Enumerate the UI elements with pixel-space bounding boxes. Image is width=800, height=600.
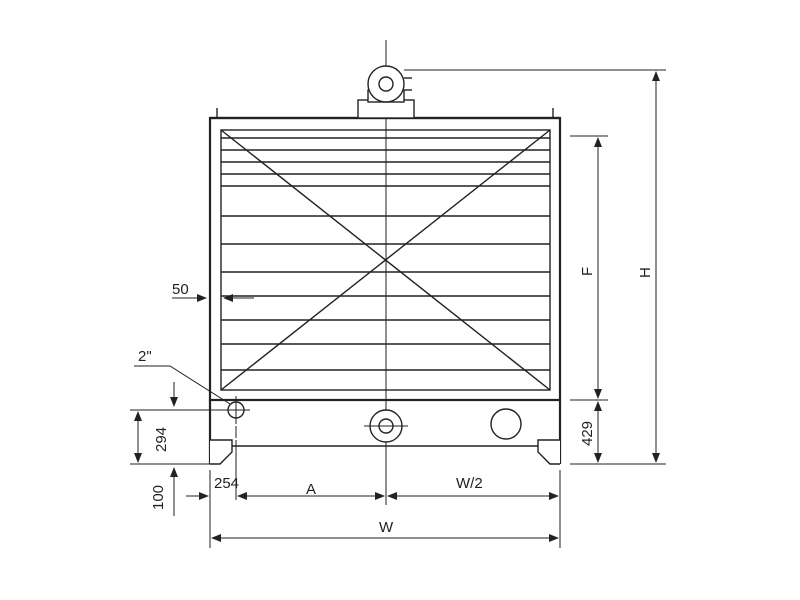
pipe-size-leader: 2" bbox=[134, 348, 231, 405]
dim-294: 294 bbox=[130, 409, 228, 465]
dim-w-label: W bbox=[379, 519, 394, 536]
pipe-connection bbox=[222, 396, 250, 438]
dim-429-label: 429 bbox=[579, 421, 596, 446]
dim-f: F bbox=[570, 135, 608, 401]
center-outlet bbox=[364, 409, 408, 443]
base-section bbox=[208, 400, 562, 465]
dim-50-label: 50 bbox=[172, 281, 189, 298]
dim-h: H bbox=[404, 69, 666, 463]
dim-100: 100 bbox=[150, 382, 178, 516]
dim-f-label: F bbox=[579, 267, 596, 276]
dim-a-label: A bbox=[306, 481, 316, 498]
dim-294-label: 294 bbox=[153, 427, 170, 452]
pipe-size-label: 2" bbox=[138, 348, 152, 365]
dim-bottom-row: 254 A W/2 bbox=[186, 440, 561, 548]
dim-w: W bbox=[211, 519, 559, 542]
dim-254-label: 254 bbox=[214, 475, 239, 492]
dim-100-label: 100 bbox=[150, 485, 167, 510]
fan-motor bbox=[357, 65, 415, 119]
right-port bbox=[490, 408, 522, 440]
dim-h-label: H bbox=[637, 267, 654, 278]
dim-50: 50 bbox=[172, 281, 254, 302]
dim-429: 429 bbox=[570, 401, 666, 465]
dim-half-w-label: W/2 bbox=[456, 475, 483, 492]
